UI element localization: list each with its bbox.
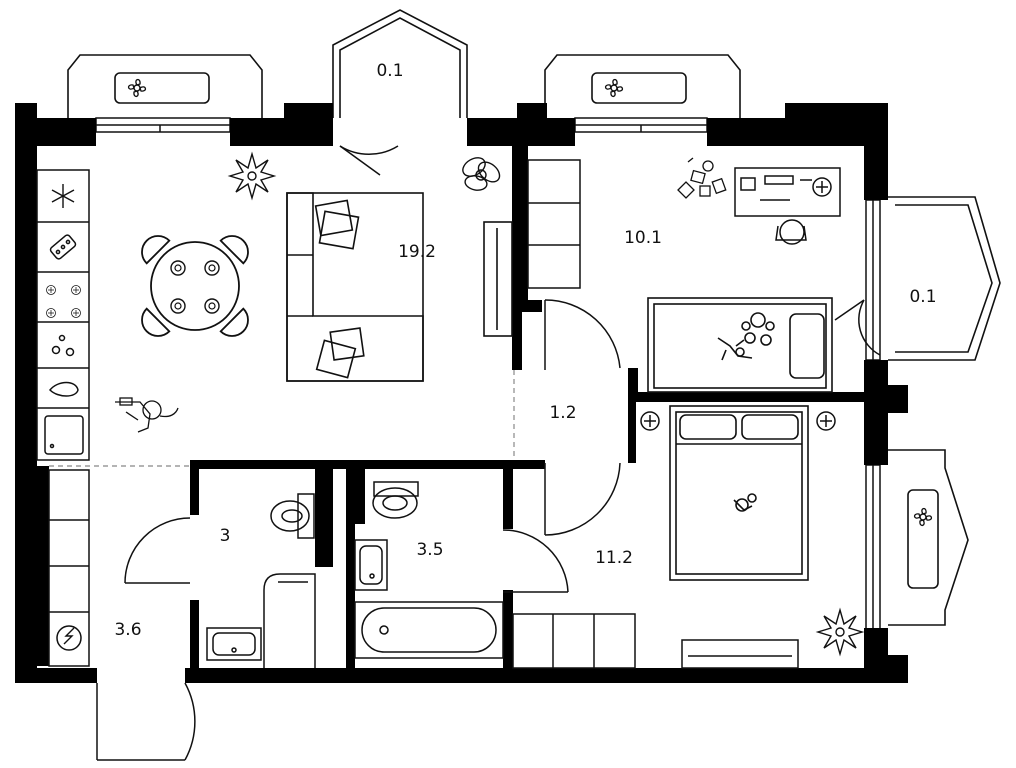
toys-icon (677, 157, 727, 199)
cooktop-icon (46, 285, 81, 318)
double-bed (669, 405, 809, 581)
bedroom-wardrobe (512, 613, 636, 669)
kitchen-counter (36, 169, 90, 461)
dresser (681, 639, 799, 669)
toilet-fixtures (206, 493, 316, 668)
balcony-right (888, 196, 1001, 361)
bay-window-right (888, 449, 969, 626)
doors (96, 145, 881, 761)
area-label-living-kitchen: 19.2 (398, 242, 436, 262)
area-label-bedroom-main: 11.2 (595, 548, 633, 568)
area-label-toilet: 3 (219, 526, 231, 546)
sofa (286, 192, 424, 382)
dining-table (134, 228, 256, 344)
area-label-bay-top: 0.1 (376, 61, 404, 81)
cat-icon (115, 397, 179, 433)
area-label-hall: 1.2 (549, 403, 577, 423)
kids-wardrobe (527, 159, 581, 289)
area-label-bathroom: 3.5 (416, 540, 444, 560)
bathroom-fixtures (354, 481, 504, 659)
windows (95, 117, 881, 631)
water-drop-icon (48, 381, 79, 397)
kids-bed (647, 297, 833, 393)
walls (15, 103, 908, 683)
electric-panel-icon (56, 625, 82, 651)
dishwasher (44, 415, 84, 455)
kitchen-tap-icon (51, 334, 75, 357)
tv (483, 221, 513, 337)
bay-window-top (332, 9, 468, 118)
plant-icon (229, 153, 275, 199)
plant-icon-2 (462, 157, 501, 191)
area-label-balcony-right: 0.1 (909, 287, 937, 307)
area-label-bedroom-kids: 10.1 (624, 228, 662, 248)
bay-window-center (544, 54, 741, 118)
bay-window-left (67, 54, 263, 118)
zone-dividers (49, 370, 515, 467)
fridge-icon (51, 184, 75, 208)
entrance-wardrobe (48, 469, 90, 667)
area-label-entrance: 3.6 (114, 620, 142, 640)
oven-icon (49, 234, 77, 260)
desk (734, 167, 841, 245)
plant-icon-3 (817, 609, 863, 655)
